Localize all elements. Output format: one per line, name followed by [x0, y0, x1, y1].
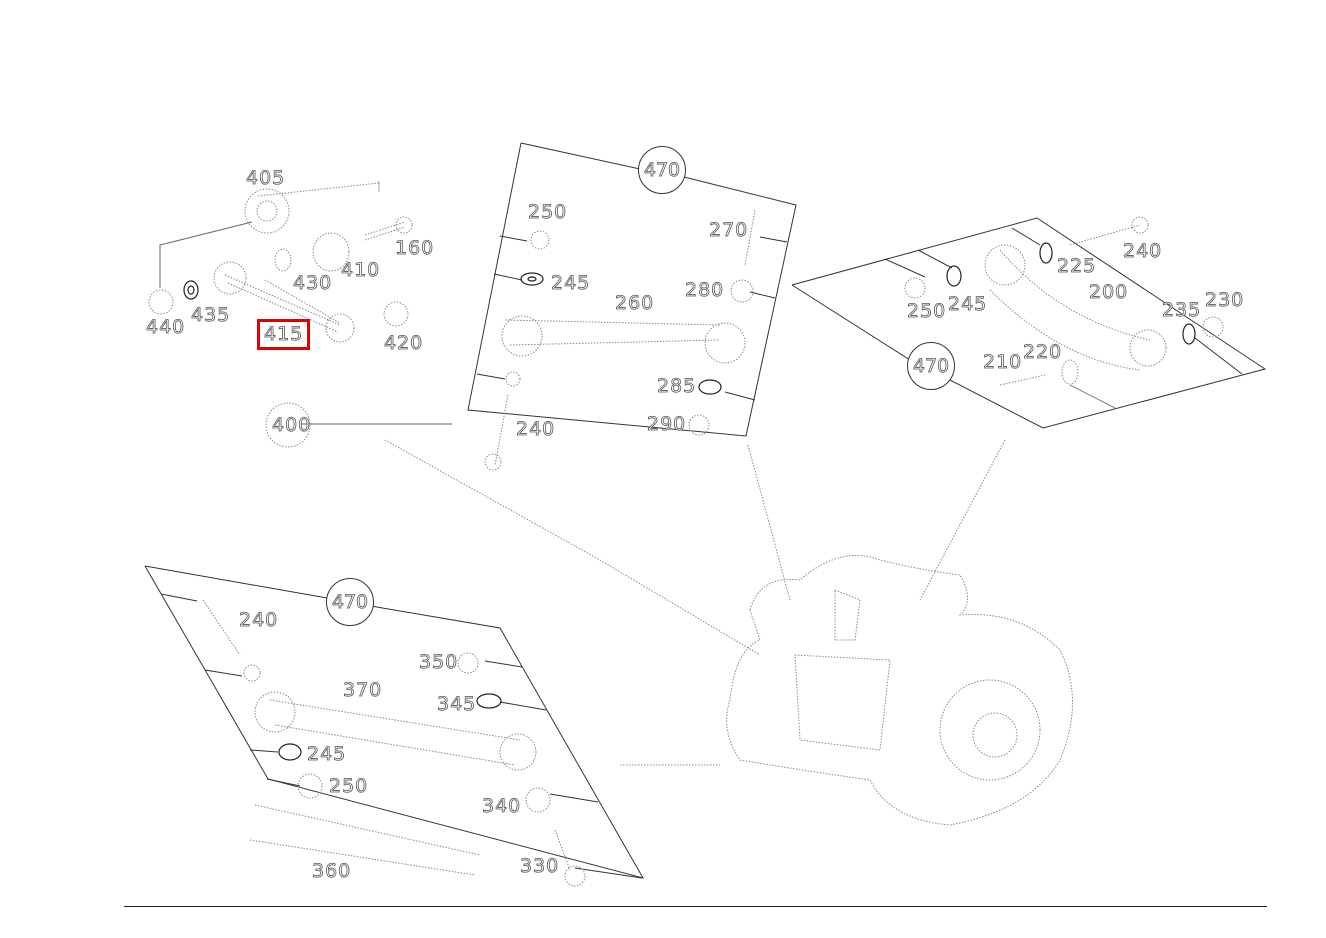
- kit-frame-bottom-left: [144, 565, 328, 599]
- part-label-240[interactable]: 240: [1123, 240, 1163, 262]
- part-label-160[interactable]: 160: [395, 237, 435, 259]
- kit-badge-label: 470: [912, 355, 950, 378]
- part-label-260[interactable]: 260: [615, 292, 655, 314]
- part-label-280[interactable]: 280: [685, 279, 725, 301]
- kit-frame-right: [791, 217, 1267, 429]
- part-label-340[interactable]: 340: [482, 795, 522, 817]
- kit-badge-470-top[interactable]: 470: [638, 146, 686, 194]
- part-label-250[interactable]: 250: [907, 300, 947, 322]
- part-label-250[interactable]: 250: [329, 775, 369, 797]
- part-label-240[interactable]: 240: [516, 418, 556, 440]
- part-label-330[interactable]: 330: [520, 855, 560, 877]
- part-label-360[interactable]: 360: [312, 860, 352, 882]
- part-label-245[interactable]: 245: [551, 272, 591, 294]
- kit-frame-line: [791, 284, 911, 361]
- part-label-400[interactable]: 400: [272, 414, 312, 436]
- part-label-200[interactable]: 200: [1089, 281, 1129, 303]
- kit-badge-470-bottom[interactable]: 470: [326, 578, 374, 626]
- part-label-435[interactable]: 435: [191, 304, 231, 326]
- part-label-350[interactable]: 350: [419, 651, 459, 673]
- part-label-430[interactable]: 430: [293, 272, 333, 294]
- part-label-370[interactable]: 370: [343, 679, 383, 701]
- part-label-415-highlighted[interactable]: 415: [256, 319, 311, 350]
- kit-frame-line: [144, 565, 645, 879]
- part-label-285[interactable]: 285: [657, 375, 697, 397]
- kit-badge-label: 470: [331, 591, 369, 614]
- part-label-210[interactable]: 210: [983, 351, 1023, 373]
- part-label-270[interactable]: 270: [709, 219, 749, 241]
- kit-badge-label: 470: [643, 159, 681, 182]
- part-label-225[interactable]: 225: [1057, 255, 1097, 277]
- part-label-405[interactable]: 405: [246, 167, 286, 189]
- kit-frame-top-center: [520, 142, 641, 170]
- part-label-220[interactable]: 220: [1023, 341, 1063, 363]
- part-label-235[interactable]: 235: [1162, 299, 1202, 321]
- part-label-230[interactable]: 230: [1205, 289, 1245, 311]
- footer-divider: [124, 906, 1267, 907]
- part-label-420[interactable]: 420: [384, 332, 424, 354]
- part-label-245[interactable]: 245: [948, 293, 988, 315]
- part-label-345[interactable]: 345: [437, 693, 477, 715]
- part-label-250[interactable]: 250: [528, 201, 568, 223]
- kit-frame-line: [467, 142, 797, 437]
- part-label-290[interactable]: 290: [647, 413, 687, 435]
- part-label-240[interactable]: 240: [239, 609, 279, 631]
- kit-badge-470-right[interactable]: 470: [907, 342, 955, 390]
- part-label-410[interactable]: 410: [341, 259, 381, 281]
- part-label-245[interactable]: 245: [307, 743, 347, 765]
- part-label-440[interactable]: 440: [146, 316, 186, 338]
